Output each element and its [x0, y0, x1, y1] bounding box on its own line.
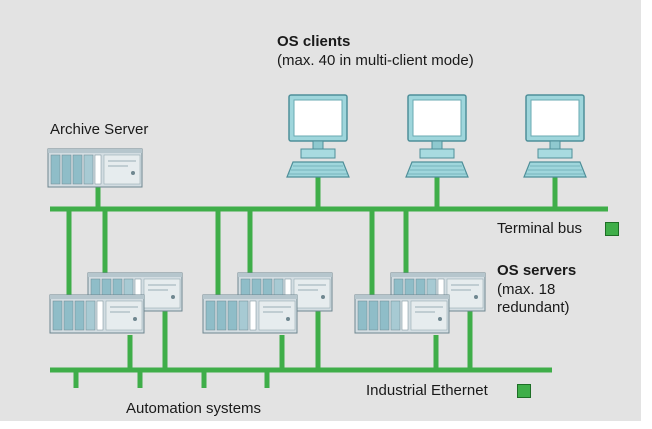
os-clients-title: OS clients [277, 33, 351, 50]
os-servers-line2: (max. 18 [497, 281, 556, 298]
archive-server [47, 148, 143, 188]
os-clients-subtitle: (max. 40 in multi-client mode) [277, 52, 474, 69]
os-client-3 [523, 94, 587, 178]
archive-server-label: Archive Server [50, 121, 149, 138]
os-server-pair-2 [202, 272, 333, 334]
terminal-bus-legend-square [605, 222, 619, 236]
terminal-bus-label: Terminal bus [497, 220, 583, 237]
os-servers-line3: redundant) [497, 299, 570, 316]
os-servers-title: OS servers [497, 262, 577, 279]
automation-systems-label: Automation systems [126, 400, 262, 417]
industrial-ethernet-legend-square [517, 384, 531, 398]
os-client-2 [405, 94, 469, 178]
os-client-1 [286, 94, 350, 178]
industrial-ethernet-bus [50, 310, 552, 388]
terminal-bus [50, 174, 608, 296]
industrial-ethernet-label: Industrial Ethernet [366, 382, 488, 399]
